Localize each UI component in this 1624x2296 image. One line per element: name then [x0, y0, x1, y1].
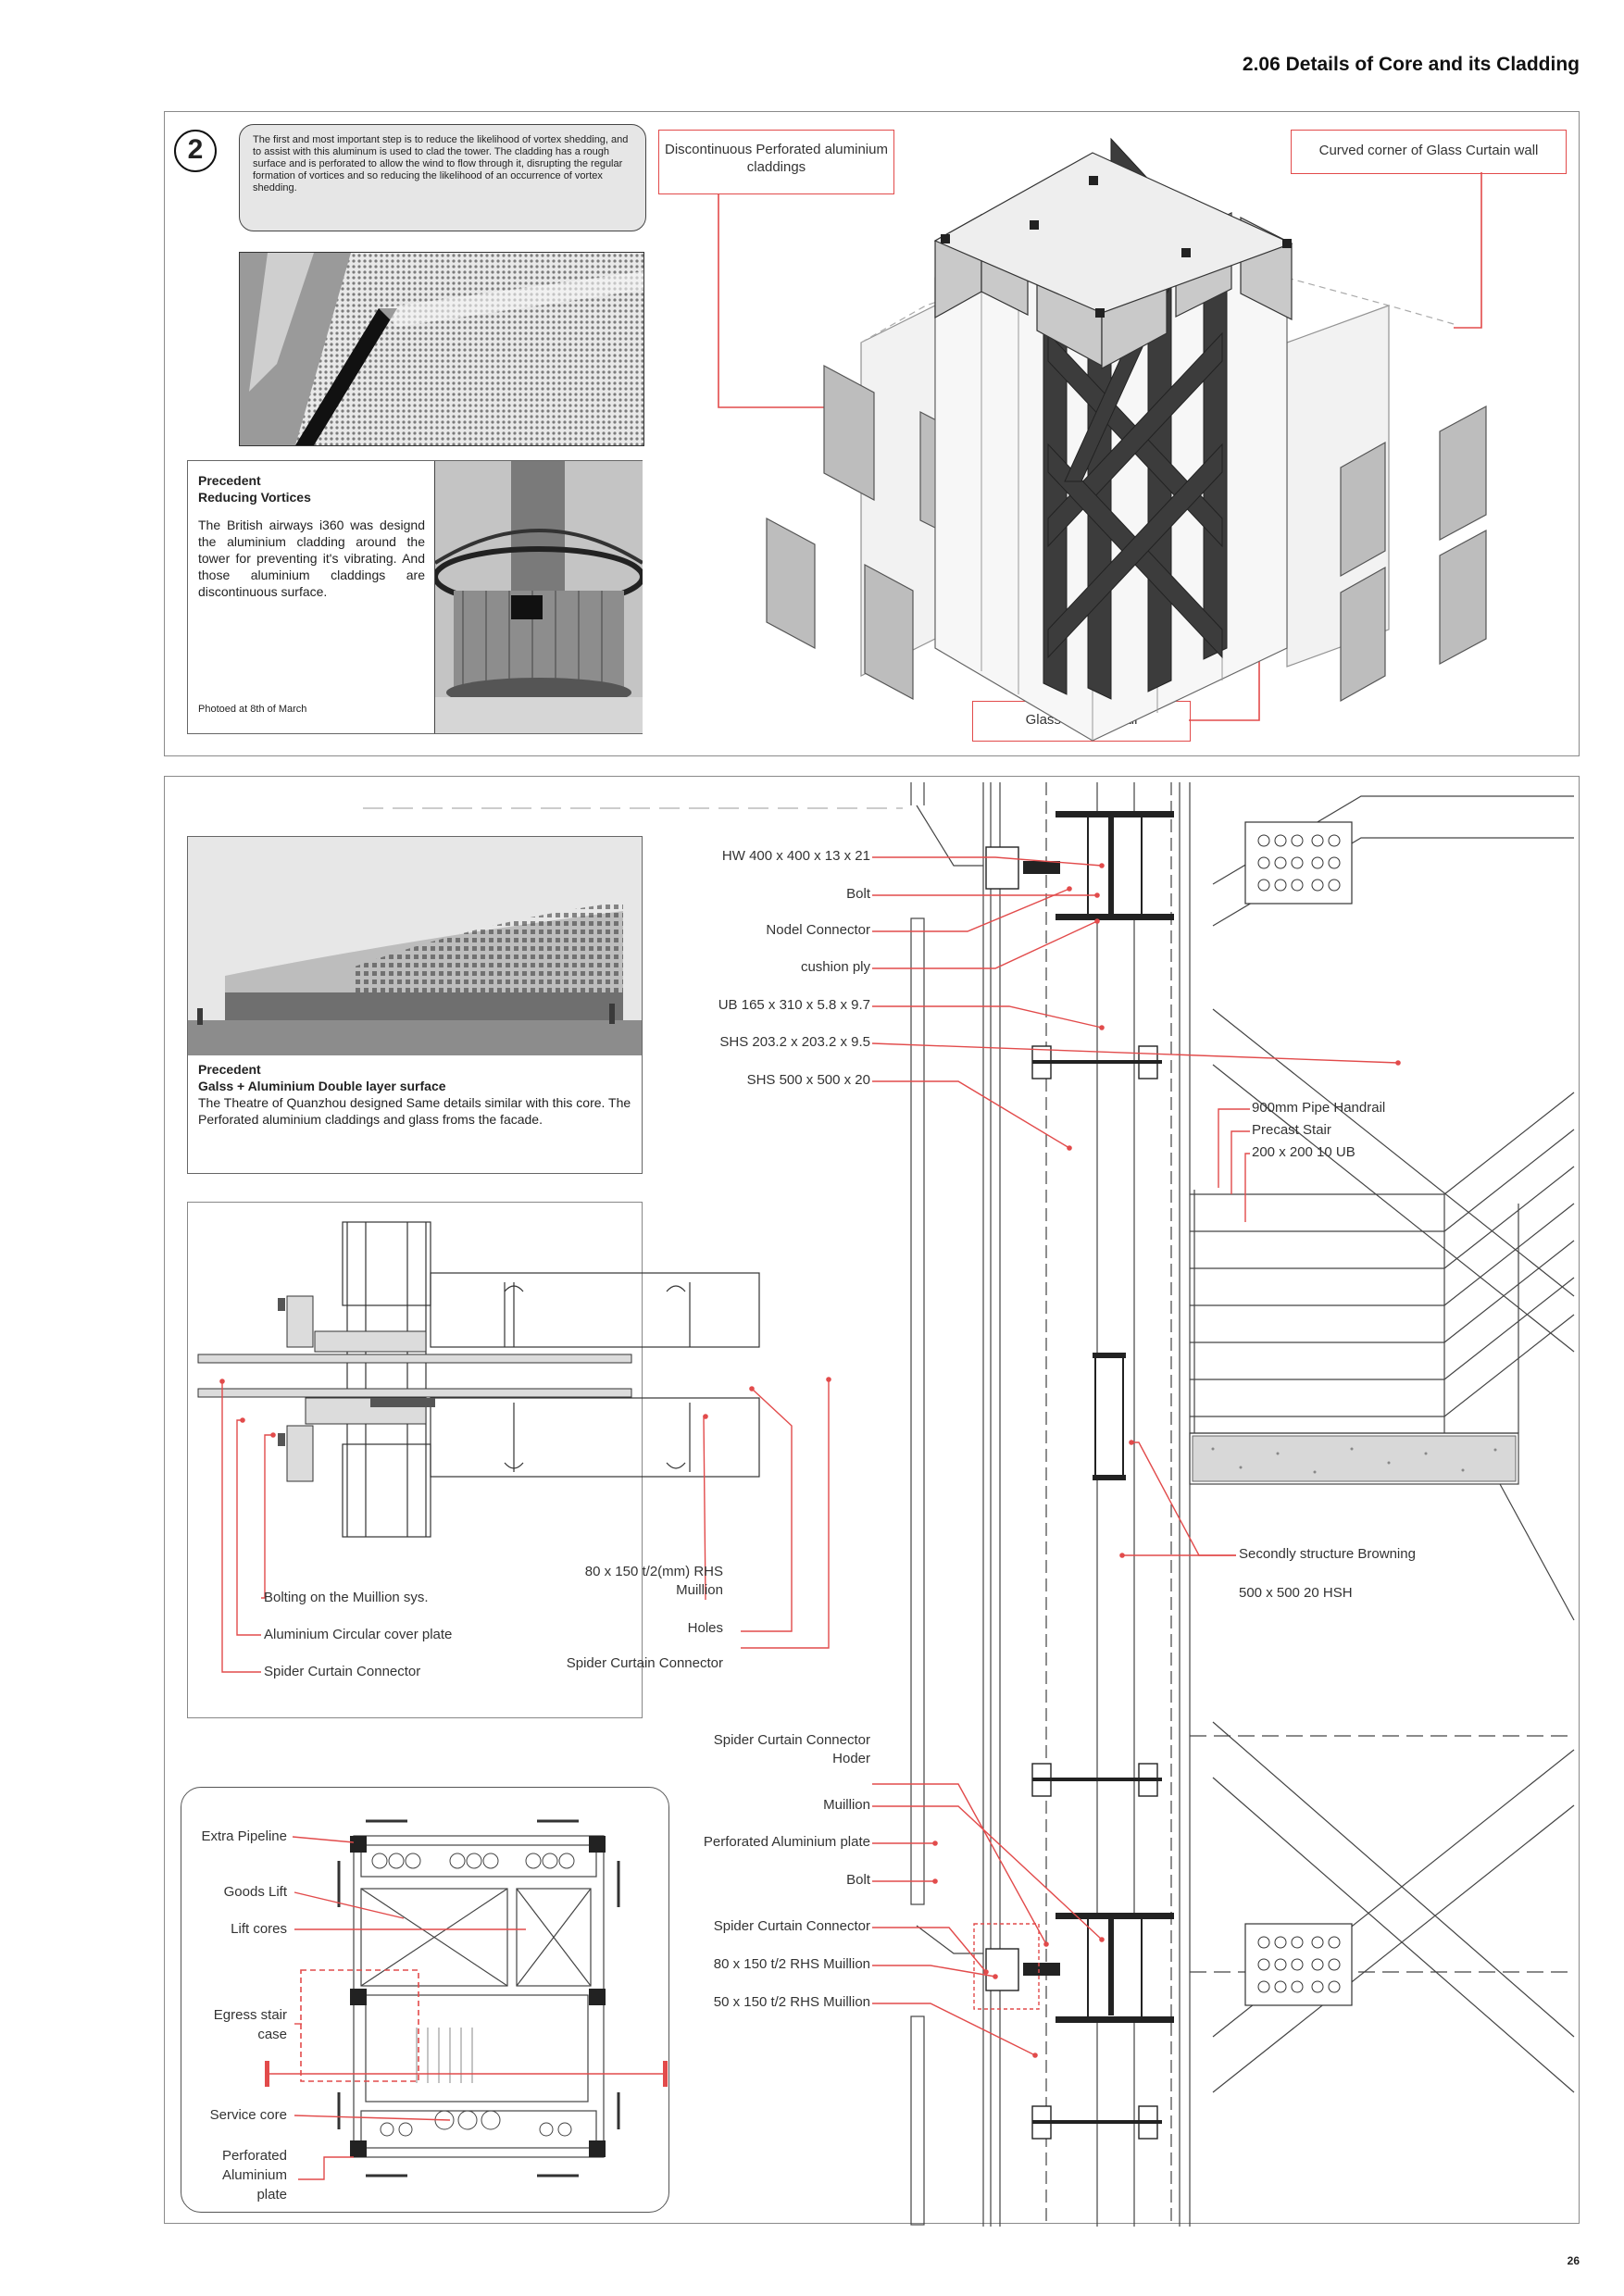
core-plan-box — [181, 1787, 669, 2213]
label-goods-lift: Goods Lift — [223, 1884, 287, 1900]
step-number: 2 — [187, 134, 204, 165]
precedent-body: The British airways i360 was designd the… — [198, 518, 425, 599]
section-label-bottom: Bolt — [846, 1872, 870, 1888]
label-egress-stair: Egress stair case — [213, 2007, 287, 2042]
precedent2-subheading: Galss + Aluminium Double layer surface — [198, 1079, 446, 1093]
cladding-photo-svg — [240, 253, 643, 445]
label-spider-left: Spider Curtain Connector — [264, 1664, 421, 1679]
step-circle: 2 — [174, 130, 217, 172]
label-lift-cores: Lift cores — [231, 1921, 287, 1937]
label-rhs: 80 x 150 t/2(mm) RHS Muillion — [584, 1564, 723, 1598]
section-label-bottom: Spider Curtain Connector — [713, 1918, 870, 1934]
section-label-top: Bolt — [846, 886, 870, 902]
section-label-top: UB 165 x 310 x 5.8 x 9.7 — [718, 997, 870, 1013]
callout-glass-curtain: Glass Curtain wall — [972, 701, 1191, 742]
section-label-top: SHS 203.2 x 203.2 x 9.5 — [719, 1034, 870, 1050]
precedent-heading: Precedent — [198, 473, 261, 488]
page-title: 2.06 Details of Core and its Cladding — [1242, 54, 1580, 75]
label-ub: 200 x 200 10 UB — [1252, 1144, 1355, 1160]
page-number: 26 — [1567, 2254, 1580, 2267]
label-cover-plate: Aluminium Circular cover plate — [264, 1627, 453, 1642]
label-secondary-structure: Secondly structure Browning — [1239, 1546, 1416, 1562]
section-label-top: cushion ply — [800, 959, 870, 975]
callout-curved-corner: Curved corner of Glass Curtain wall — [1291, 130, 1567, 174]
label-spider-right: Spider Curtain Connector — [566, 1655, 723, 1671]
label-extra-pipeline: Extra Pipeline — [201, 1828, 287, 1844]
label-precast-stair: Precast Stair — [1252, 1122, 1331, 1138]
photo-note: Photoed at 8th of March — [198, 704, 307, 715]
cladding-photo — [239, 252, 644, 446]
precedent2-body: The Theatre of Quanzhou designed Same de… — [198, 1095, 631, 1127]
section-label-bottom: Muillion — [823, 1797, 870, 1813]
section-label-top: HW 400 x 400 x 13 x 21 — [721, 848, 870, 864]
section-label-bottom: Perforated Aluminium plate — [703, 1834, 870, 1850]
section-label-bottom: 50 x 150 t/2 RHS Muillion — [713, 1994, 870, 2010]
vortex-note-text: The first and most important step is to … — [253, 134, 629, 193]
label-service-core: Service core — [209, 2107, 287, 2123]
label-hsh: 500 x 500 20 HSH — [1239, 1585, 1353, 1601]
section-label-top: SHS 500 x 500 x 20 — [746, 1072, 870, 1088]
section-label-bottom: Spider Curtain Connector Hoder — [713, 1732, 870, 1766]
precedent-i360-box: Precedent Reducing Vortices The British … — [187, 460, 643, 734]
label-holes: Holes — [687, 1620, 723, 1636]
theatre-photo — [188, 837, 642, 1055]
callout-discontinuous: Discontinuous Perforated aluminium cladd… — [658, 130, 894, 194]
label-bolting: Bolting on the Muillion sys. — [264, 1590, 429, 1605]
precedent-theatre-box: Precedent Galss + Aluminium Double layer… — [187, 836, 643, 1174]
label-handrail: 900mm Pipe Handrail — [1252, 1100, 1386, 1116]
label-perforated-plate: Perforated Aluminium plate — [221, 2148, 287, 2202]
precedent2-heading: Precedent — [198, 1062, 261, 1077]
i360-photo — [434, 461, 643, 733]
section-label-top: Nodel Connector — [766, 922, 870, 938]
precedent-subheading: Reducing Vortices — [198, 490, 311, 505]
vortex-note: The first and most important step is to … — [239, 124, 646, 231]
section-label-bottom: 80 x 150 t/2 RHS Muillion — [713, 1956, 870, 1972]
